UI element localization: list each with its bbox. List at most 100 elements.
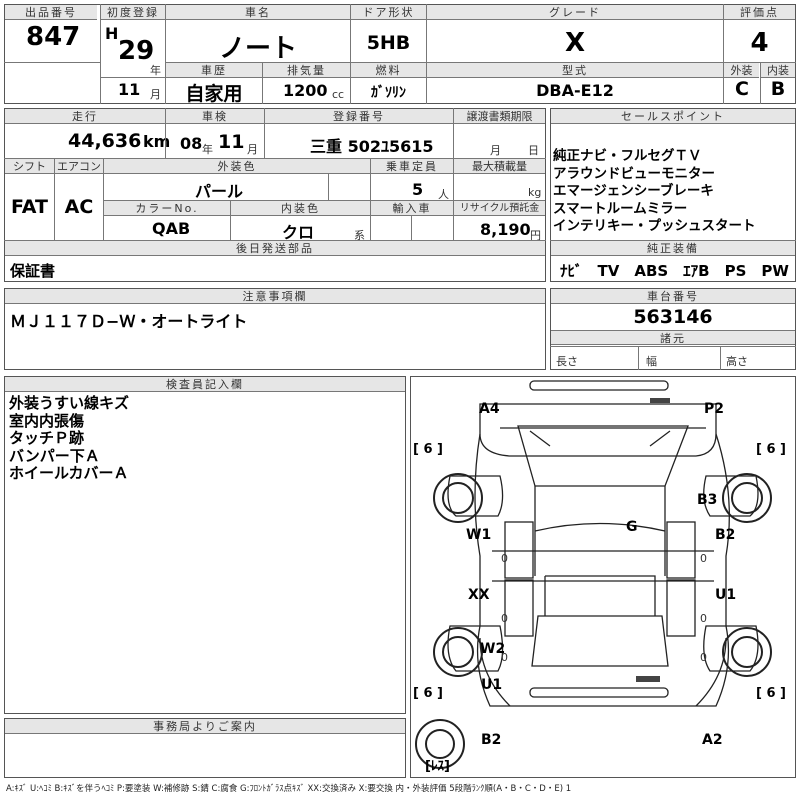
- panel-zero: 0: [700, 552, 707, 565]
- car-diagram-box: [410, 376, 796, 778]
- chassis-block: [550, 288, 796, 370]
- chassis-number: 563146: [633, 306, 713, 328]
- mileage: 44,636: [68, 130, 142, 152]
- door-type: 5HB: [366, 32, 411, 54]
- inspector-line: タッチＰ跡: [9, 429, 85, 447]
- damage-mark: W2: [480, 641, 505, 657]
- legend: A:ｷｽﾞ U:ﾍｺﾐ B:ｷｽﾞを伴うﾍｺﾐ P:要塗装 W:補修跡 S:錆 …: [6, 784, 572, 794]
- fuel-label: 燃料: [351, 63, 426, 78]
- panel-zero: 0: [501, 612, 508, 625]
- damage-mark: U1: [481, 677, 502, 693]
- recycle-label: リサイクル預託金: [454, 200, 545, 216]
- insp-month: 11: [218, 131, 245, 153]
- era: H: [105, 24, 119, 43]
- grade: X: [564, 28, 586, 58]
- car-diagram: A4 P2 B3 G W1 B2 XX U1 W2 U1 B2 A2 [ 6 ]…: [413, 380, 786, 774]
- car-name: ノート: [218, 34, 297, 64]
- spare-tire: [ﾚｽ]: [425, 759, 450, 774]
- damage-mark: U1: [715, 587, 736, 603]
- info-block: [4, 108, 546, 282]
- plate-number: 三重 502ﾕ5615: [310, 137, 434, 156]
- sales-list: 純正ナビ・フルセグＴＶ アラウンドビューモニター エマージェンシーブレーキ スマ…: [553, 148, 793, 236]
- office-label: 事務局よりご案内: [5, 719, 405, 734]
- inspector-line: ホイールカバーＡ: [9, 464, 129, 482]
- office-block: [4, 718, 406, 778]
- notes-block: [4, 288, 546, 370]
- ac: AC: [64, 196, 94, 218]
- lot-number: 847: [26, 22, 81, 52]
- color-no: QAB: [152, 219, 191, 238]
- sales-points-block: [550, 108, 796, 282]
- damage-mark: G: [626, 519, 638, 535]
- ext-grade: C: [735, 78, 749, 100]
- damage-mark: A4: [479, 401, 500, 417]
- ac-label: エアコン: [55, 159, 103, 174]
- panel-zero: 0: [501, 552, 508, 565]
- capacity: 5: [412, 180, 424, 199]
- panel-zero: 0: [700, 651, 707, 664]
- damage-mark: A2: [702, 732, 723, 748]
- model-label: 型式: [427, 63, 723, 78]
- inspector-line: 室内内張傷: [9, 411, 85, 430]
- tire-tread: [ 6 ]: [756, 686, 786, 701]
- capacity-label: 乗車定員: [371, 159, 453, 174]
- sales-point: 純正ナビ・フルセグＴＶ: [553, 148, 702, 164]
- history: 自家用: [185, 83, 243, 105]
- score: 4: [750, 28, 769, 58]
- inspection-label: 車検: [166, 109, 264, 124]
- insp-year: 08: [180, 134, 203, 153]
- reg-month: 11: [118, 80, 141, 99]
- damage-mark: B3: [697, 492, 717, 508]
- shift: FAT: [11, 196, 48, 218]
- first-reg-label: 初度登録: [101, 5, 165, 20]
- transfer-label: 譲渡書類期限: [454, 109, 545, 124]
- inspector-label: 検査員記入欄: [5, 377, 405, 392]
- sales-point: エマージェンシーブレーキ: [553, 183, 714, 199]
- specs-label: 諸元: [551, 330, 795, 345]
- header-block: [4, 4, 796, 104]
- inspector-line: 外装うすい線キズ: [9, 394, 130, 412]
- panel-zero: 0: [700, 612, 707, 625]
- notes-label: 注意事項欄: [5, 289, 545, 304]
- tire-tread: [ 6 ]: [413, 686, 443, 701]
- displacement: 1200: [283, 81, 328, 100]
- name-label: 車名: [166, 5, 350, 20]
- color: パール: [195, 182, 244, 201]
- equipment-label: 純正装備: [551, 241, 795, 256]
- int-label: 内装: [761, 63, 795, 78]
- damage-mark: B2: [481, 732, 501, 748]
- displacement-label: 排気量: [263, 63, 350, 78]
- sales-label: セールスポイント: [551, 109, 795, 124]
- sales-point: インテリキー・プッシュスタート: [553, 218, 756, 234]
- mileage-label: 走行: [5, 109, 165, 124]
- door-label: ドア形状: [351, 5, 426, 20]
- ext-label: 外装: [724, 63, 759, 78]
- lot-label: 出品番号: [5, 5, 97, 20]
- inspector-notes: 外装うすい線キズ 室内内張傷 タッチＰ跡 バンパー下Ａ ホイールカバーＡ: [9, 394, 130, 483]
- later-parts: 保証書: [10, 262, 56, 280]
- color-no-label: カラーNo.: [104, 200, 230, 216]
- history-label: 車歴: [166, 63, 262, 78]
- fuel: ｶﾞｿﾘﾝ: [371, 85, 406, 101]
- plate-label: 登録番号: [265, 109, 453, 124]
- color-label: 外装色: [104, 159, 370, 174]
- score-label: 評価点: [724, 5, 795, 20]
- recycle-fee: 8,190: [480, 220, 531, 239]
- sales-point: アラウンドビューモニター: [553, 165, 715, 182]
- damage-mark: XX: [468, 587, 490, 603]
- damage-mark: W1: [466, 527, 491, 543]
- interior-label: 内装色: [231, 200, 370, 216]
- inspector-line: バンパー下Ａ: [9, 446, 100, 465]
- panel-zero: 0: [501, 651, 508, 664]
- sales-point: スマートルームミラー: [553, 200, 688, 217]
- later-parts-label: 後日発送部品: [5, 241, 545, 256]
- tire-tread: [ 6 ]: [756, 442, 786, 457]
- equipment: ﾅﾋﾞ TV ABS ｴｱB PS PW: [560, 262, 789, 280]
- inspector-block: [4, 376, 406, 714]
- interior-color: クロ: [282, 223, 315, 242]
- int-grade: B: [770, 78, 786, 100]
- chassis-label: 車台番号: [551, 289, 795, 304]
- damage-mark: B2: [715, 527, 735, 543]
- import-label: 輸入車: [371, 200, 453, 216]
- notes-text: ＭＪ１１７Ｄ−Ｗ・オートライト: [10, 312, 248, 331]
